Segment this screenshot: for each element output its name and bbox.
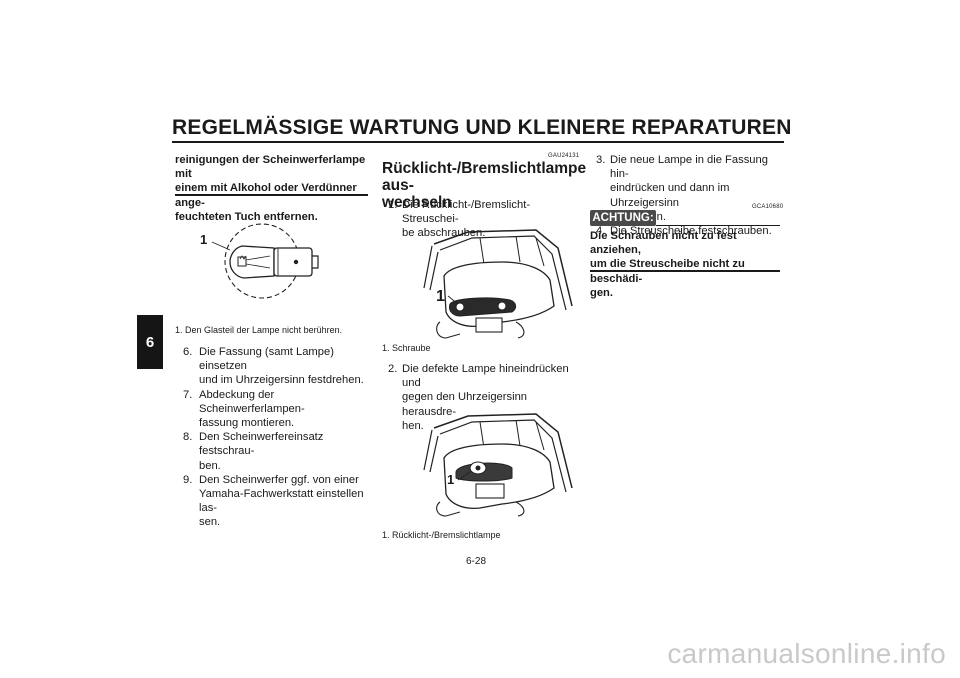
warning-line: reinigungen der Scheinwerferlampe mit — [175, 154, 366, 181]
taillight-figure1-label: 1 — [436, 288, 445, 305]
screw-caption: 1. Schraube — [382, 343, 431, 353]
page-number: 6-28 — [466, 556, 487, 567]
warning-line: feuchteten Tuch entfernen. — [175, 210, 318, 223]
taillight-bulb-figure — [423, 413, 573, 517]
bulb-pin — [293, 259, 299, 265]
bulb-base — [273, 247, 313, 277]
bulb-replacement-caption: 1. Rücklicht-/Bremslichtlampe — [382, 530, 501, 540]
achtung-text: Die Schrauben nicht zu fest anziehen, um… — [590, 229, 788, 300]
bulb-caption: 1. Den Glasteil der Lampe nicht berühren… — [175, 325, 343, 335]
achtung-code: GCA10680 — [752, 204, 784, 210]
right-steps: 3. Die neue Lampe in die Fassung hin- ei… — [590, 153, 788, 238]
bulb-figure-label: 1 — [200, 232, 208, 247]
section-heading-line: Rücklicht-/Bremslichtlampe aus- — [382, 160, 587, 194]
achtung-line: gen. — [590, 286, 613, 299]
achtung-line: um die Streuscheibe nicht zu beschädi- — [590, 258, 745, 285]
achtung-badge: ACHTUNG: — [590, 210, 656, 226]
step-9: 9. Den Scheinwerfer ggf. von einer Yamah… — [183, 473, 364, 529]
taillight-figure2-label: 1 — [447, 472, 455, 487]
achtung-line: Die Schrauben nicht zu fest anziehen, — [590, 230, 737, 257]
middle-step-1: 1. Die Rücklicht-/Bremslicht-Streuschei-… — [388, 199, 531, 240]
achtung-top-rule — [656, 225, 780, 226]
step-8: 8. Den Scheinwerfereinsatz festschrau- b… — [183, 431, 324, 472]
page-title: REGELMÄSSIGE WARTUNG UND KLEINERE REPARA… — [172, 116, 792, 139]
taillight-screw-figure — [423, 229, 573, 339]
middle-step-2: 2. Die defekte Lampe hineindrücken und g… — [388, 363, 569, 432]
title-rule — [172, 141, 784, 143]
section-heading-line: wechseln — [382, 194, 452, 211]
section-heading: Rücklicht-/Bremslichtlampe aus- wechseln — [382, 160, 587, 211]
step-7: 7. Abdeckung der Scheinwerferlampen- fas… — [183, 388, 305, 430]
bulb-figure — [211, 223, 319, 299]
section-code: GAU24131 — [548, 153, 580, 159]
warning-end-rule — [175, 194, 368, 196]
left-steps: 6. Die Fassung (samt Lampe) einsetzen un… — [175, 345, 375, 530]
step-4: 4. Die Streuscheibe festschrauben. — [596, 225, 772, 238]
chapter-tab: 6 — [137, 315, 163, 369]
warning-text: reinigungen der Scheinwerferlampe mit ei… — [175, 153, 370, 224]
warning-line: einem mit Alkohol oder Verdünner ange- — [175, 182, 357, 209]
bulb-glass — [229, 245, 275, 279]
bulb-filament — [237, 256, 247, 267]
bulb-leader-line — [211, 241, 231, 251]
watermark: carmanualsonline.info — [667, 638, 946, 669]
step-6: 6. Die Fassung (samt Lampe) einsetzen un… — [183, 346, 364, 387]
achtung-bottom-rule — [590, 270, 780, 272]
